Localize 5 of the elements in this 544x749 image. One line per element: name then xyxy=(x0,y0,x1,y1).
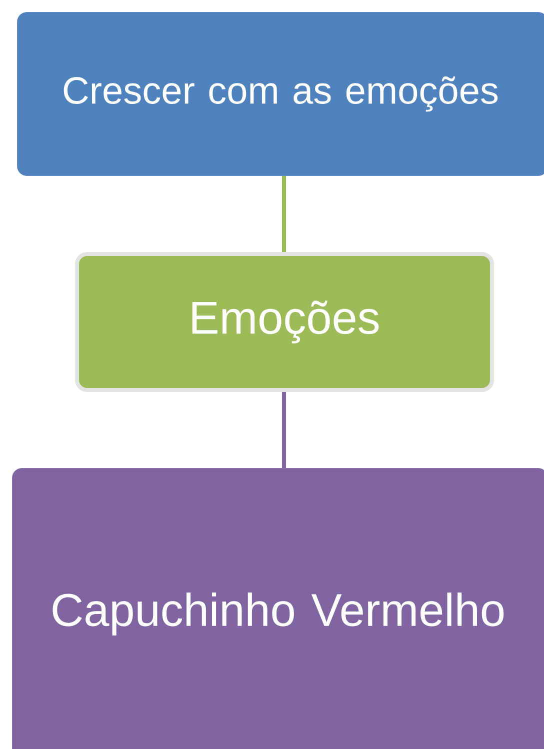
process-box: Crescer com as emoções xyxy=(16,12,544,176)
connector-line xyxy=(282,392,286,468)
process-box: Capuchinho Vermelho xyxy=(12,468,544,749)
connector-line xyxy=(282,176,286,252)
process-box: Emoções xyxy=(75,252,494,392)
